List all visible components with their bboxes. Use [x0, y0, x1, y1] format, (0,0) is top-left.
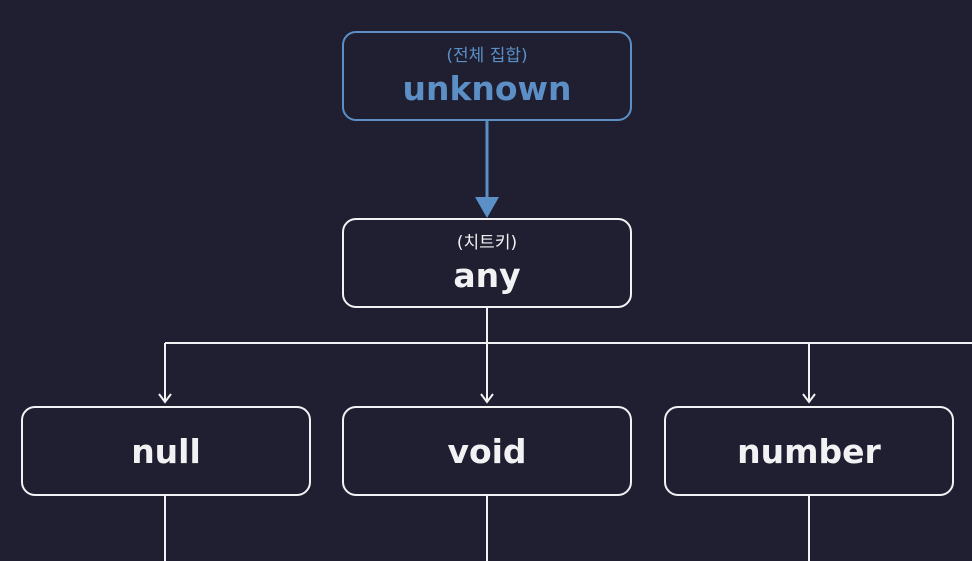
node-void: void: [342, 406, 632, 496]
node-number-label: number: [737, 431, 881, 471]
node-any-subtitle: (치트키): [456, 232, 518, 253]
node-unknown-subtitle: (전체 집합): [446, 45, 528, 66]
arrowhead-to-void: [480, 393, 494, 404]
node-null: null: [21, 406, 311, 496]
node-unknown-label: unknown: [402, 68, 572, 108]
arrowhead-to-number: [802, 393, 816, 404]
arrowhead-to-null: [158, 393, 172, 404]
node-void-label: void: [447, 431, 527, 471]
node-number: number: [664, 406, 954, 496]
node-any: (치트키) any: [342, 218, 632, 308]
node-null-label: null: [131, 431, 201, 471]
node-unknown: (전체 집합) unknown: [342, 31, 632, 121]
arrowhead-unknown-to-any: [475, 197, 499, 218]
node-any-label: any: [453, 255, 521, 295]
